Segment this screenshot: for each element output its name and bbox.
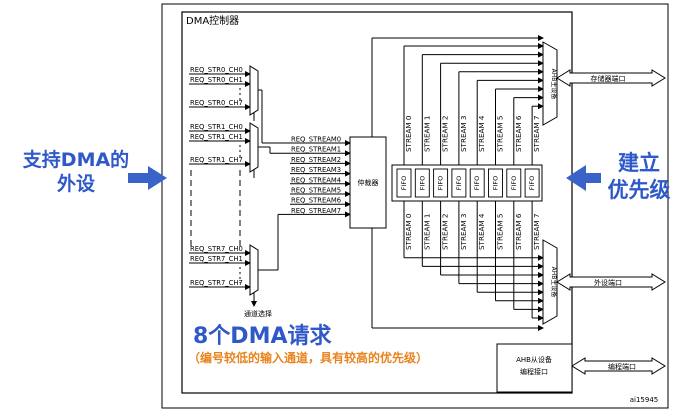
supporting-peripherals-title: 支持DMA的 外设 [2,148,150,196]
left-blue-arrow [148,166,167,190]
arbiter-box [349,136,387,229]
fifo-label: FIFO [437,176,445,191]
ahb-slave-line1: AHB从设备 [516,355,552,364]
stream-request-label: REQ_STREAM4 [291,176,341,184]
stream-label-bottom: STREAM 6 [514,213,523,250]
stream-request-lines: REQ_STREAM0REQ_STREAM1REQ_STREAM2REQ_STR… [258,89,351,271]
right-title-line1: 建立 [618,151,660,175]
request-label: REQ_STR0_CH0 [190,66,243,74]
fifo-label: FIFO [418,176,426,191]
fifo-cell [451,168,467,198]
right-blue-arrow [566,165,586,191]
request-label: REQ_STR7_CH0 [190,245,243,253]
stream-label-bottom: STREAM 2 [441,214,450,250]
left-blue-arrow-shaft [128,173,149,183]
stream-request-label: REQ_STREAM0 [291,136,341,144]
dma-controller-box [181,11,573,394]
stream-label-top: STREAM 7 [532,116,541,152]
fifo-cells: FIFO FIFO FIFO FIFO FIFO FIFO FIFO FIFO [396,168,540,198]
request-label: REQ_STR1_CH1 [190,133,243,141]
memory-port-label: 存储器端口 [591,74,626,83]
stream-label-bottom: STREAM 1 [422,214,431,250]
left-title-line1: 支持DMA的 [22,149,130,171]
request-label: REQ_STR0_CH7 [190,99,243,107]
fifo-cell [414,168,430,198]
figure-id: ai15945 [630,396,659,404]
outer-frame [161,3,669,409]
stream-buses: STREAM 0 STREAM 0 STREAM 1 STREAM 1 STREAM 2… [371,35,544,331]
fifo-cell [396,168,412,198]
arbiter-label: 仲裁器 [358,178,379,187]
stream-request-label: REQ_STREAM6 [291,197,341,205]
request-label: REQ_STR1_CH0 [190,123,243,131]
left-title-line2: 外设 [56,173,95,195]
channel-mux [249,122,259,173]
stream-label-top: STREAM 3 [459,116,468,152]
peripheral-port-label: 外设端口 [594,278,622,287]
channel-select-label: 通道选择 [244,309,272,318]
fifo-label: FIFO [473,176,481,191]
channel-mux [249,244,259,296]
fifo-cell [469,168,485,198]
requests-note: （编号较低的输入通道，具有较高的优先级） [188,351,429,365]
fifo-label: FIFO [455,176,463,191]
stream-label-top: STREAM 6 [514,115,523,152]
request-label: REQ_STR7_CH1 [190,255,243,263]
program-port-arrow[interactable] [571,357,666,375]
fifo-label: FIFO [510,176,518,191]
right-blue-arrow-shaft [585,173,601,183]
ahb-slave-box [496,343,573,393]
fifo-cell [506,168,522,198]
request-lines: REQ_STR0_CH0REQ_STR0_CH1REQ_STR0_CH7REQ_… [189,66,251,290]
fifo-label: FIFO [492,176,500,191]
stream-request-label: REQ_STREAM3 [291,166,341,174]
memory-port-arrow[interactable] [556,69,666,87]
stream-label-top: STREAM 5 [496,116,505,152]
stream-label-bottom: STREAM 0 [404,213,413,250]
request-label: REQ_STR1_CH7 [190,156,243,164]
requests-title: 8个DMA请求 [193,324,332,349]
stream-label-top: STREAM 4 [477,115,486,152]
request-label: REQ_STR7_CH7 [190,279,243,287]
ahb-master-top [542,41,558,126]
stream-label-bottom: STREAM 7 [532,214,541,250]
request-label: REQ_STR0_CH1 [190,76,243,84]
stream-request-label: REQ_STREAM2 [291,156,341,164]
stream-request-label: REQ_STREAM5 [291,187,341,195]
program-port-label: 编程端口 [608,362,636,371]
stream-request-label: REQ_STREAM1 [291,146,341,154]
fifo-label: FIFO [528,176,536,191]
ahb-master-bottom [542,239,558,325]
fifo-cell [524,168,540,198]
channel-mux [249,65,259,116]
stream-label-top: STREAM 1 [422,116,431,152]
fifo-cell [488,168,503,198]
stream-label-bottom: STREAM 3 [459,214,468,250]
stream-request-label: REQ_STREAM7 [291,207,341,215]
fifo-cell [433,168,449,198]
controller-title: DMA控制器 [186,14,239,27]
channel-muxes [249,65,259,307]
right-title-line2: 优先级 [607,178,671,202]
peripheral-port-arrow[interactable] [556,273,666,291]
ahb-slave-line2: 编程接口 [520,367,548,376]
stream-label-top: STREAM 0 [404,115,413,152]
stream-label-bottom: STREAM 5 [496,214,505,250]
priority-title: 建立 优先级 [598,150,680,204]
ahb-master-bottom-label: AHB主设备 [550,267,558,298]
ahb-master-top-label: AHB主设备 [550,69,558,100]
fifo-label: FIFO [400,176,408,191]
stream-label-top: STREAM 2 [441,116,450,152]
stream-label-bottom: STREAM 4 [477,213,486,250]
